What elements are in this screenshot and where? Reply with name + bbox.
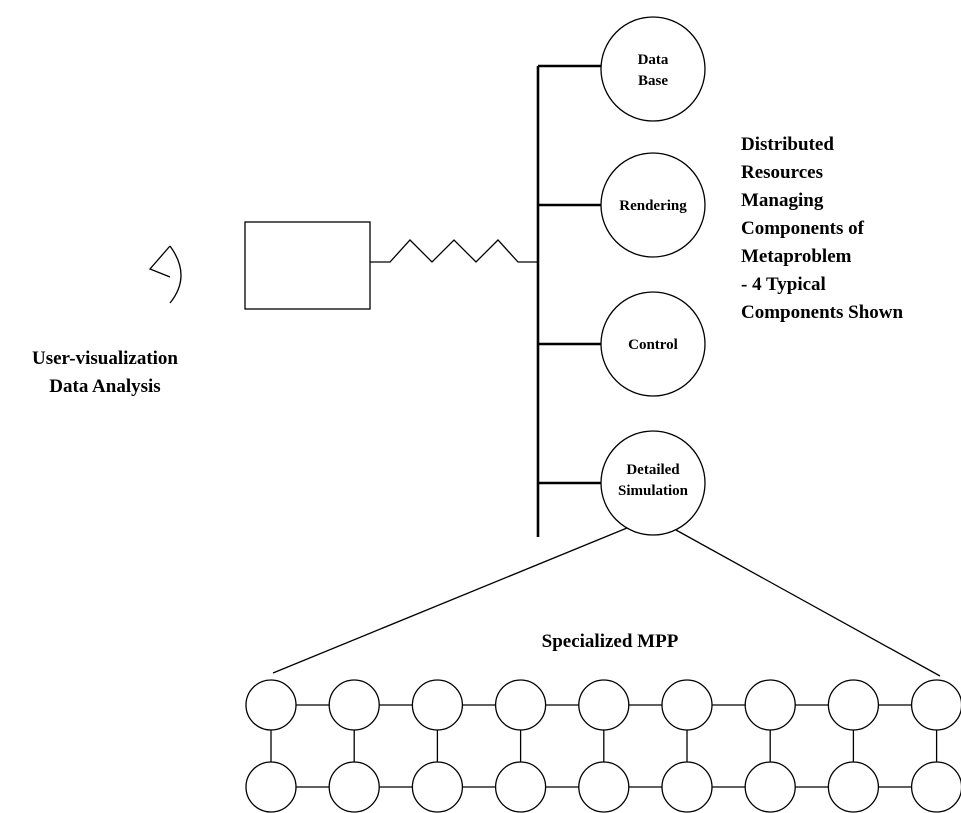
mpp-label: Specialized MPP bbox=[542, 631, 679, 652]
simulation-label-line-2: Simulation bbox=[618, 483, 689, 499]
simulation-label-line-1: Detailed bbox=[626, 462, 680, 478]
mpp-processor-node bbox=[827, 761, 880, 813]
mpp-processor-node bbox=[328, 679, 380, 731]
description-line-3: Managing bbox=[741, 190, 824, 211]
mpp-processor-node bbox=[411, 761, 464, 813]
mpp-processor-node bbox=[910, 761, 961, 813]
eye-icon bbox=[148, 245, 182, 304]
description-line-7: Components Shown bbox=[741, 302, 904, 323]
mpp-expansion-right bbox=[675, 529, 941, 677]
database-node bbox=[600, 16, 706, 122]
mpp-expansion-left bbox=[272, 527, 628, 674]
mpp-processor-node bbox=[744, 679, 796, 731]
network-link bbox=[370, 239, 538, 263]
workstation-box bbox=[244, 221, 371, 310]
description-line-6: - 4 Typical bbox=[741, 274, 826, 295]
mpp-processor-node bbox=[245, 679, 297, 731]
description-line-5: Metaproblem bbox=[741, 246, 852, 267]
user-label-line-2: Data Analysis bbox=[49, 376, 160, 397]
description-line-1: Distributed bbox=[741, 134, 834, 155]
simulation-node bbox=[600, 430, 706, 536]
rendering-node bbox=[600, 152, 706, 258]
rendering-label: Rendering bbox=[619, 198, 687, 214]
mpp-processor-node bbox=[494, 679, 547, 731]
description-line-2: Resources bbox=[741, 162, 823, 183]
mpp-processor-grid bbox=[245, 679, 961, 813]
description-line-4: Components of bbox=[741, 218, 865, 239]
mpp-processor-node bbox=[661, 761, 713, 813]
mpp-processor-node bbox=[578, 761, 630, 813]
mpp-processor-node bbox=[328, 761, 380, 813]
description-text: Distributed Resources Managing Component… bbox=[741, 134, 904, 323]
mpp-processor-node bbox=[245, 761, 297, 813]
database-label-line-1: Data bbox=[638, 52, 669, 68]
control-node bbox=[600, 291, 706, 397]
mpp-processor-node bbox=[827, 679, 880, 731]
mpp-processor-node bbox=[494, 761, 547, 813]
user-label-line-1: User-visualization bbox=[32, 348, 178, 369]
database-label-line-2: Base bbox=[638, 73, 668, 89]
mpp-processor-node bbox=[578, 679, 630, 731]
mpp-processor-node bbox=[661, 679, 713, 731]
control-label: Control bbox=[628, 337, 678, 353]
mpp-processor-node bbox=[910, 679, 961, 731]
mpp-processor-node bbox=[744, 761, 796, 813]
mpp-processor-node bbox=[411, 679, 464, 731]
